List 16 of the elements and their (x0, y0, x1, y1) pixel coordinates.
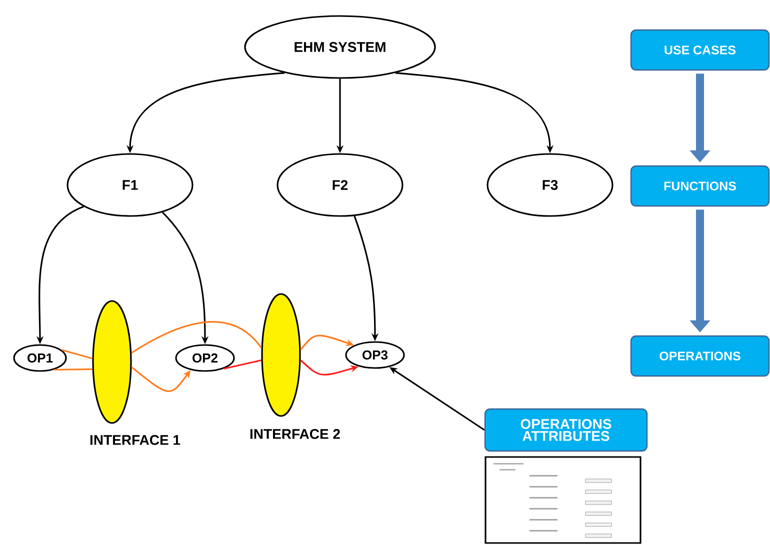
ellipse-node: OP3 (345, 341, 405, 369)
rounded-box: OPERATIONS ATTRIBUTES (484, 408, 648, 452)
rounded-box: USE CASES (630, 29, 770, 71)
ellipse-node: OP1 (13, 344, 67, 372)
interface-label: INTERFACE 1 (90, 435, 180, 445)
interface-ellipse (261, 293, 301, 417)
rounded-box: OPERATIONS (630, 335, 770, 377)
interface-label: INTERFACE 2 (250, 429, 340, 439)
ellipse-node: EHM SYSTEM (244, 15, 436, 79)
ellipse-node: F1 (66, 153, 194, 217)
ellipse-node: F3 (486, 153, 614, 217)
rounded-box: FUNCTIONS (630, 165, 770, 207)
ellipse-node: OP2 (175, 344, 235, 372)
interface-ellipse (92, 300, 132, 424)
ellipse-node: F2 (276, 153, 404, 217)
picture (484, 456, 642, 544)
